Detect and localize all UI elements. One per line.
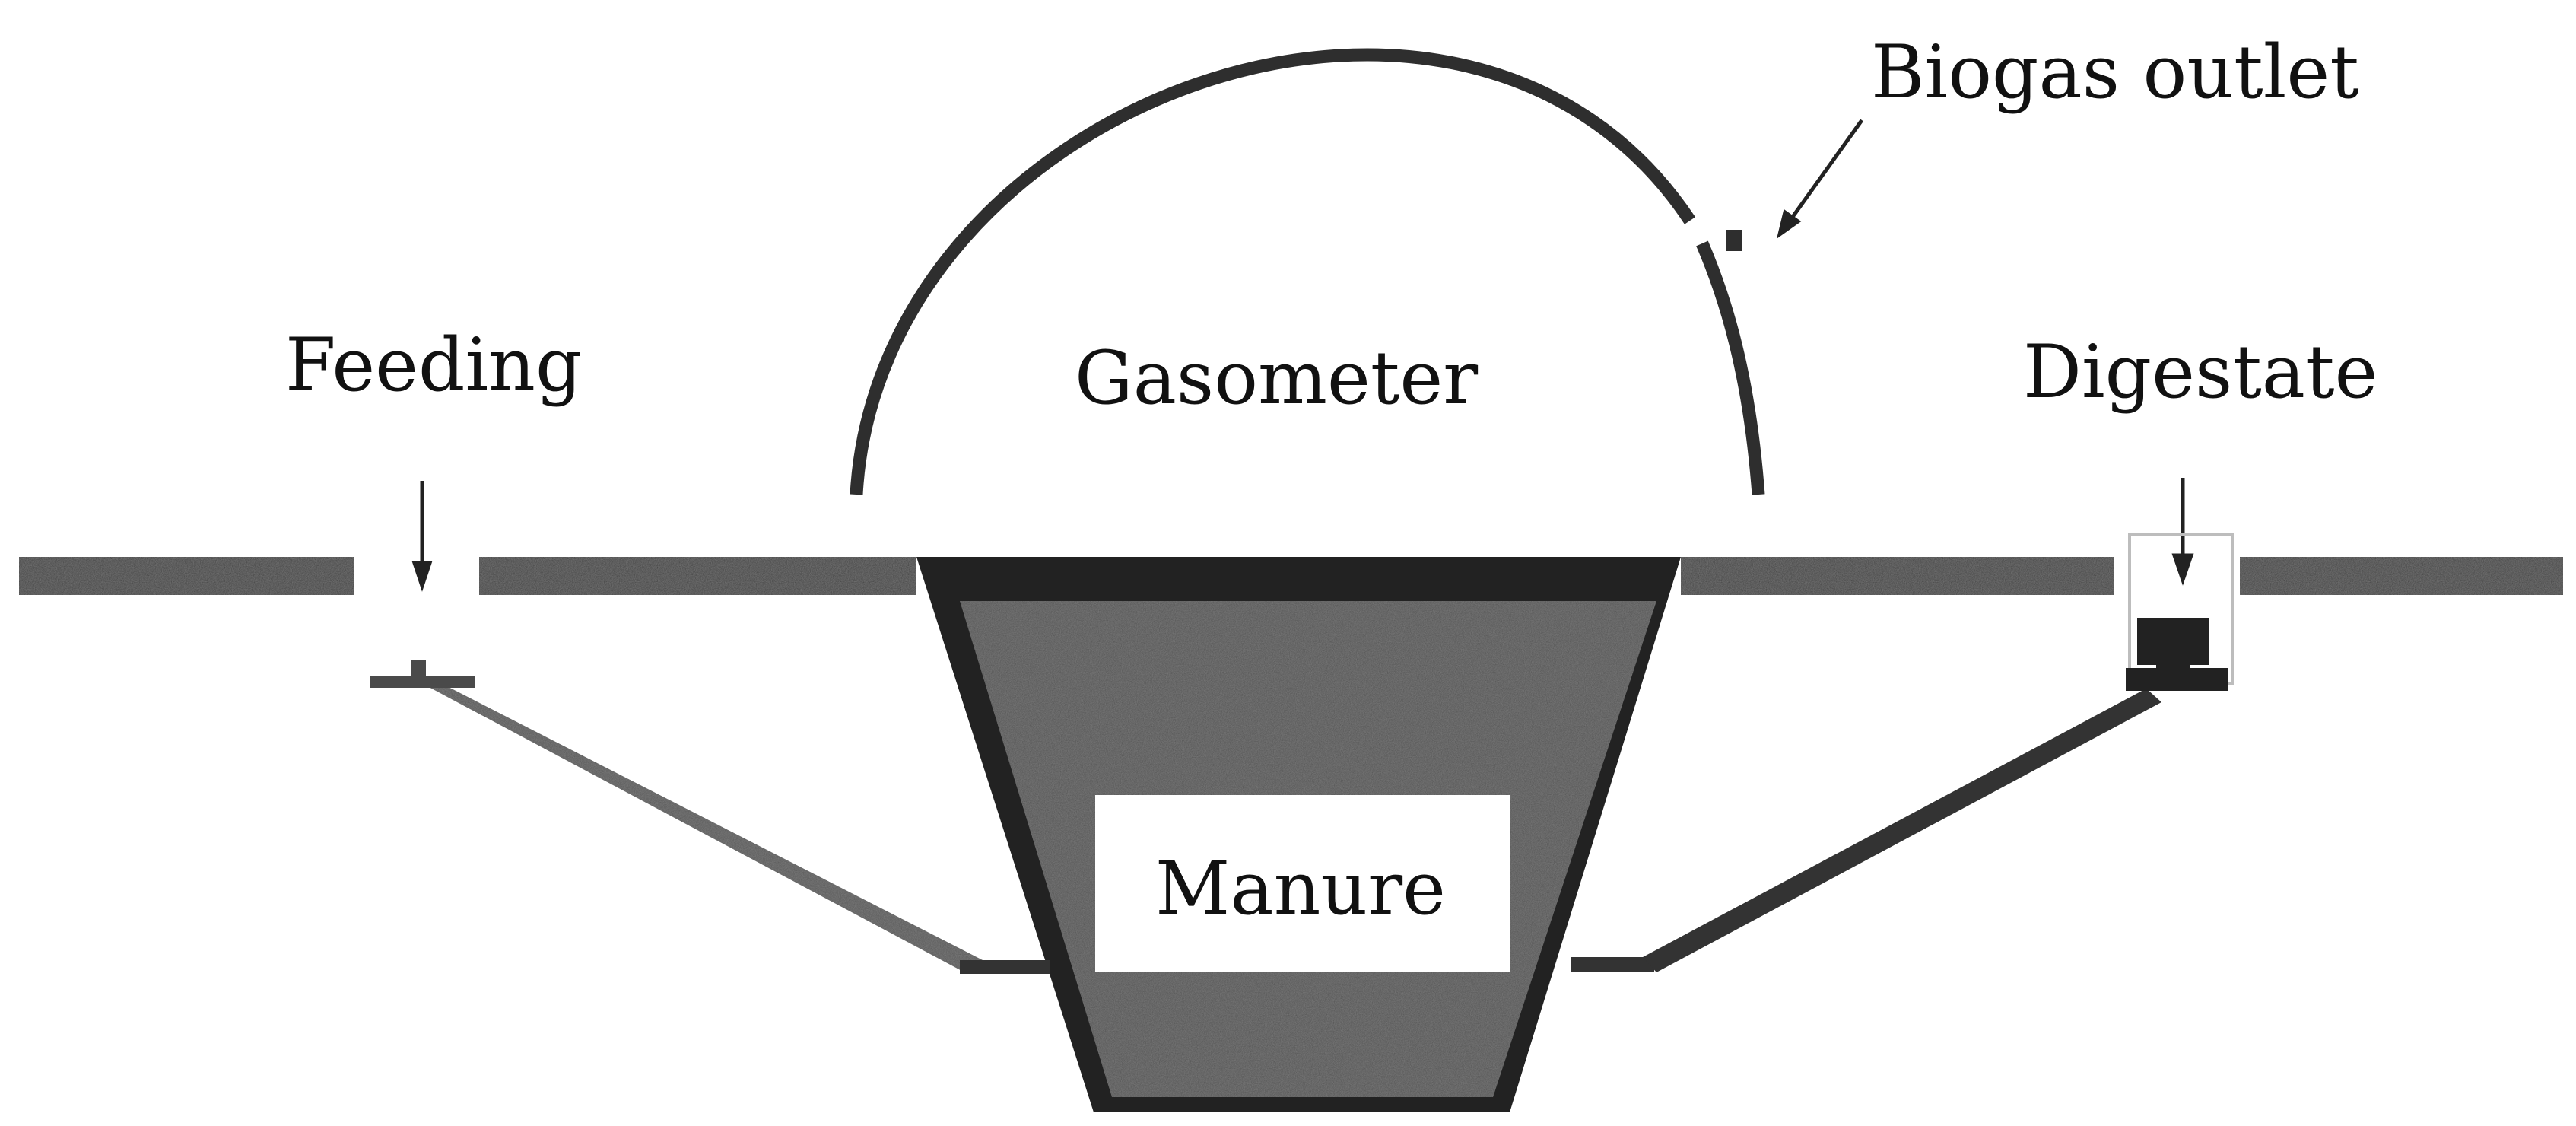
feeding-pipe-horizontal — [960, 960, 1050, 974]
ground-segment-mid-left — [479, 557, 916, 595]
biogas-outlet-arrowhead — [1777, 208, 1802, 239]
digestate-arrowhead — [2171, 553, 2194, 586]
pointer-arrows — [411, 119, 2194, 592]
digestate-outlet-neck — [2156, 659, 2190, 670]
dome-arc-left — [850, 48, 1696, 495]
biogas-outlet-nozzle — [1726, 230, 1742, 251]
digestate-outlet-flange — [2126, 668, 2228, 691]
digestate-pipe — [1571, 533, 2234, 972]
digestate-label: Digestate — [2023, 329, 2377, 415]
feeding-arrowhead — [411, 561, 433, 592]
ground-segment-left — [19, 557, 354, 595]
digestate-pipe-slope — [1643, 689, 2161, 972]
feeding-pipe — [370, 660, 1050, 974]
feeding-inlet-cap — [370, 676, 475, 688]
digestate-pipe-horizontal — [1571, 957, 1654, 972]
feeding-inlet-stem — [411, 660, 426, 677]
manure-label: Manure — [1155, 846, 1446, 931]
feeding-label: Feeding — [285, 323, 582, 408]
biogas-outlet-arrow-line — [1787, 119, 1864, 224]
ground-segment-mid-right — [1681, 557, 2114, 595]
gasometer-dome — [850, 48, 1765, 495]
dome-arc-right — [1696, 240, 1765, 495]
feeding-pipe-slope — [415, 679, 983, 974]
digestate-outlet-box — [2137, 618, 2209, 665]
biogas-outlet-label: Biogas outlet — [1871, 30, 2359, 115]
gasometer-label: Gasometer — [1075, 336, 1478, 421]
ground-segment-right — [2240, 557, 2563, 595]
manure-label-box — [1095, 795, 1510, 972]
ground-line — [19, 557, 2563, 595]
